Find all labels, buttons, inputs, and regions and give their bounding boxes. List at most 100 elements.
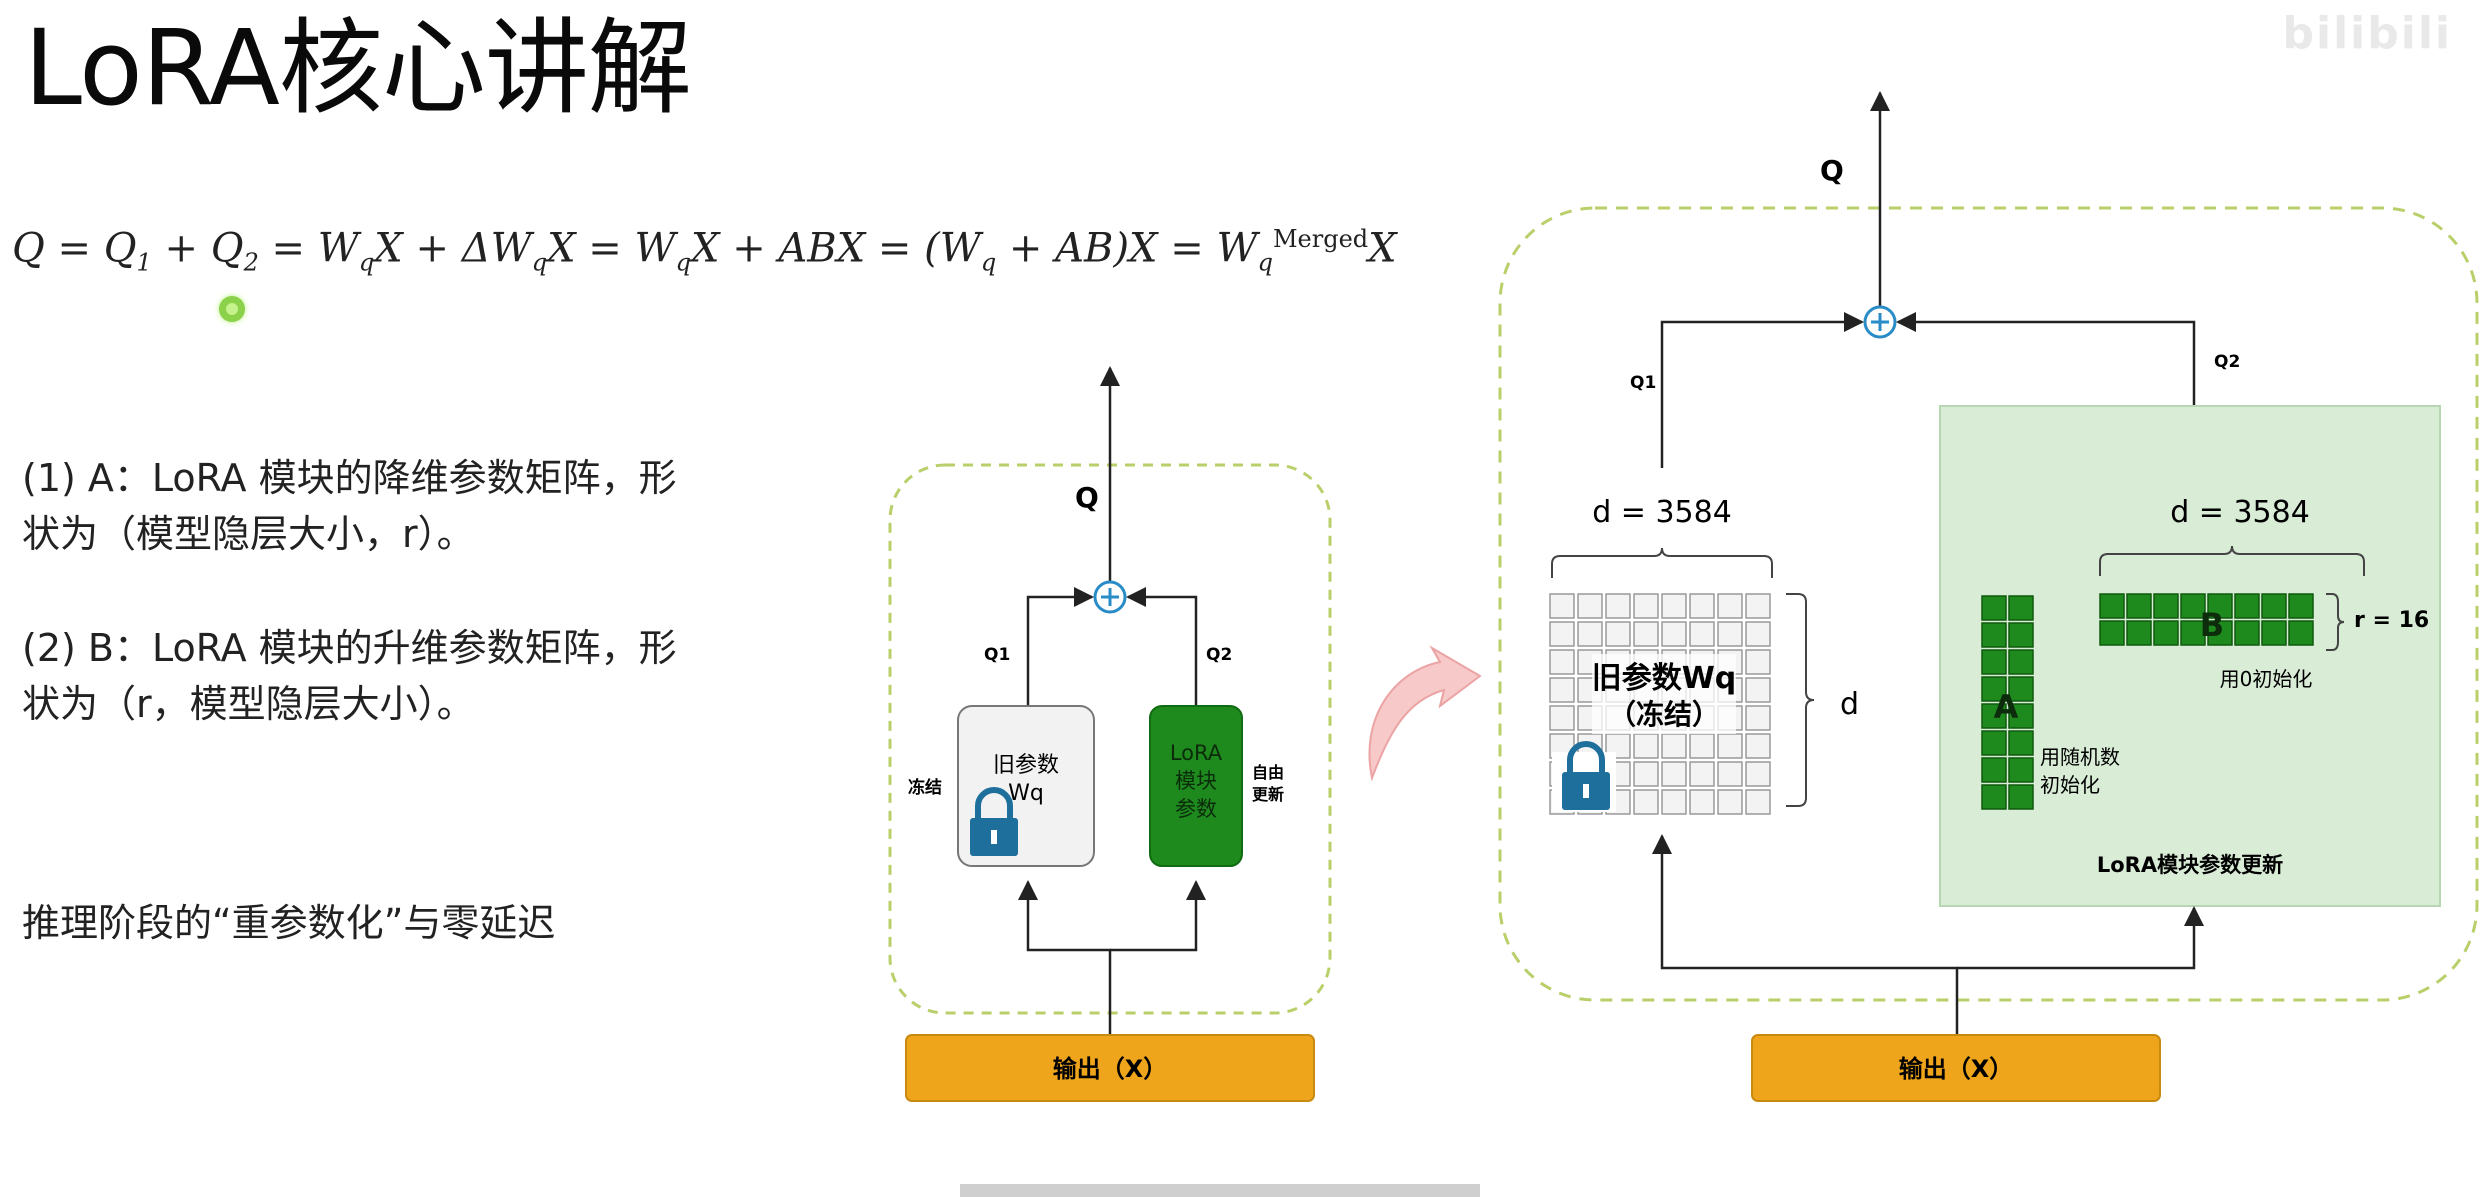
- lora-update-label: LoRA模块参数更新: [2097, 853, 2283, 877]
- cursor-highlight: [219, 296, 245, 322]
- large-dashed-frame: [1498, 206, 2479, 1002]
- large-q1: Q1: [1630, 373, 1656, 393]
- small-q2: Q2: [1206, 645, 1232, 665]
- a-grid-cell: [2008, 676, 2034, 702]
- small-input-label: 输出（X）: [1053, 1055, 1168, 1083]
- wq-grid-cell: [1549, 649, 1575, 675]
- wq-grid-cell: [1745, 733, 1771, 759]
- a-grid-cell: [1981, 649, 2007, 675]
- note-matrix-b: (2) B：LoRA 模块的升维参数矩阵，形 状为（r，模型隐层大小）。: [22, 626, 677, 726]
- large-d-top-right: d = 3584: [2170, 495, 2310, 530]
- matrix-a-grid: [1981, 595, 2034, 810]
- wq-grid-cell: [1689, 733, 1715, 759]
- large-q-label: Q: [1820, 154, 1844, 187]
- wq-grid-cell: [1717, 621, 1743, 647]
- large-input-bar: [1751, 1034, 2161, 1102]
- small-free-l2: 更新: [1252, 785, 1284, 804]
- wq-grid-cell: [1717, 789, 1743, 815]
- b-grid-cell: [2180, 593, 2206, 619]
- bilibili-watermark: bilibili: [2282, 8, 2452, 59]
- wq-grid-cell: [1577, 621, 1603, 647]
- page-title: LoRA核心讲解: [24, 7, 692, 129]
- wq-grid-cell: [1633, 733, 1659, 759]
- wq-grid-cell: [1633, 621, 1659, 647]
- a-grid-cell: [2008, 595, 2034, 621]
- small-lora-l2: 模块: [1175, 769, 1217, 793]
- wq-grid-cell: [1549, 705, 1575, 731]
- a-init-l2: 初始化: [2040, 773, 2100, 797]
- a-grid-cell: [1981, 595, 2007, 621]
- wq-grid-cell: [1577, 593, 1603, 619]
- matrix-b-grid: [2099, 593, 2314, 646]
- wq-grid-cell: [1661, 733, 1687, 759]
- b-init: 用0初始化: [2220, 667, 2313, 691]
- wq-grid-cell: [1717, 761, 1743, 787]
- a-grid-cell: [1981, 757, 2007, 783]
- wq-grid-cell: [1605, 593, 1631, 619]
- wq-grid-cell: [1717, 733, 1743, 759]
- b-grid-cell: [2153, 593, 2179, 619]
- wq-grid-cell: [1661, 789, 1687, 815]
- wq-grid-cell: [1549, 677, 1575, 703]
- wq-grid-cell: [1633, 593, 1659, 619]
- large-d-top-left: d = 3584: [1592, 495, 1732, 530]
- b-grid-cell: [2099, 620, 2125, 646]
- a-grid-cell: [1981, 622, 2007, 648]
- r-brace: [2326, 593, 2345, 651]
- wq-grid-cell: [1689, 593, 1715, 619]
- wq-grid-cell: [1689, 789, 1715, 815]
- r-label: r = 16: [2354, 608, 2429, 633]
- wq-grid-cell: [1745, 789, 1771, 815]
- wq-grid-cell: [1689, 621, 1715, 647]
- wq-grid-cell: [1745, 705, 1771, 731]
- small-q-label: Q: [1075, 481, 1099, 514]
- b-grid-cell: [2153, 620, 2179, 646]
- small-free-l1: 自由: [1252, 763, 1284, 782]
- b-grid-cell: [2207, 620, 2233, 646]
- a-grid-cell: [1981, 703, 2007, 729]
- small-old-param-l2: Wq: [1008, 781, 1044, 806]
- note-matrix-a: (1) A：LoRA 模块的降维参数矩阵，形 状为（模型隐层大小，r）。: [22, 456, 677, 556]
- wq-grid-cell: [1549, 621, 1575, 647]
- b-grid-cell: [2126, 620, 2152, 646]
- b-grid-cell: [2180, 620, 2206, 646]
- small-lora-l1: LoRA: [1170, 741, 1223, 765]
- a-grid-cell: [1981, 784, 2007, 810]
- b-label: B: [2200, 606, 2224, 644]
- left-top-brace: [1551, 547, 1773, 578]
- b-grid-cell: [2288, 593, 2314, 619]
- wq-grid-cell: [1745, 593, 1771, 619]
- wq-grid-cell: [1745, 621, 1771, 647]
- transition-arrow-icon: [1368, 645, 1482, 782]
- b-grid-cell: [2261, 593, 2287, 619]
- a-label: A: [1994, 688, 2019, 726]
- b-grid-cell: [2288, 620, 2314, 646]
- wq-grid-cell: [1661, 761, 1687, 787]
- small-diagram: Q Q1 Q2 旧参数 Wq 冻结 LoRA 模块 参数 自由 更新 输出（X）: [888, 366, 1332, 1102]
- note-inference: 推理阶段的“重参数化”与零延迟: [22, 901, 556, 945]
- b-grid-cell: [2126, 593, 2152, 619]
- wq-grid-cell: [1605, 621, 1631, 647]
- right-top-brace: [2099, 545, 2365, 576]
- bottom-scroll-bar: [960, 1184, 1480, 1197]
- large-input-label: 输出（X）: [1899, 1055, 2014, 1083]
- wq-grid-cell: [1633, 789, 1659, 815]
- wq-grid-cell: [1745, 761, 1771, 787]
- wq-grid-cell: [1661, 621, 1687, 647]
- wq-grid-cell: [1633, 761, 1659, 787]
- wq-grid-cell: [1745, 677, 1771, 703]
- wq-grid-cell: [1717, 593, 1743, 619]
- small-q1: Q1: [984, 645, 1010, 665]
- small-old-param-l1: 旧参数: [993, 753, 1059, 778]
- wq-grid-cell: [1549, 593, 1575, 619]
- wq-grid-cell: [1661, 593, 1687, 619]
- b-grid-cell: [2234, 593, 2260, 619]
- b-grid-cell: [2099, 593, 2125, 619]
- small-lora-box: [1149, 705, 1243, 867]
- a-grid-cell: [2008, 757, 2034, 783]
- a-grid-cell: [2008, 784, 2034, 810]
- a-grid-cell: [1981, 676, 2007, 702]
- a-grid-cell: [2008, 703, 2034, 729]
- a-grid-cell: [1981, 730, 2007, 756]
